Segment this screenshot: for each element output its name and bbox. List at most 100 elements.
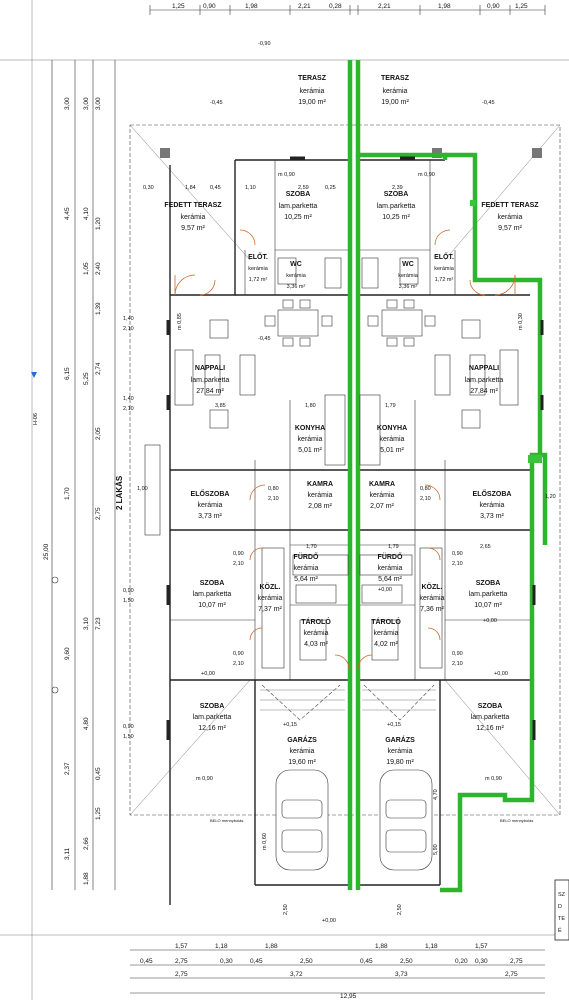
dim-bottom-2: 0,45	[140, 958, 153, 965]
door-label: 0,90	[452, 651, 463, 657]
dim-bottom-1: 1,88	[375, 943, 388, 950]
room-material: kerámia	[198, 502, 223, 509]
door-label: 2,50	[397, 904, 403, 915]
unit-label: 2 LAKÁS	[115, 475, 124, 510]
room-area: 5,01 m²	[298, 447, 322, 454]
room-name: GARÁZS	[385, 735, 415, 744]
title-block-line: É	[558, 927, 562, 934]
level-mark: +0,00	[201, 671, 215, 677]
level-mark: -0,45	[258, 336, 271, 342]
room-name: WC	[402, 261, 414, 268]
roof-outline	[129, 124, 561, 816]
dim-bottom-3: 2,75	[175, 971, 188, 978]
room-material: kerámia	[383, 88, 408, 95]
dim-note: 2,65	[480, 544, 491, 550]
level-mark: +0,00	[378, 587, 392, 593]
dim-note: 1,84	[185, 185, 196, 191]
door-label: 2,10	[452, 561, 463, 567]
room-material: kerámia	[480, 502, 505, 509]
room-material: lam.parketta	[377, 203, 416, 210]
room-name: KAMRA	[307, 481, 333, 488]
room-name: ELŐT.	[434, 252, 454, 261]
dim-note: 5,90	[433, 844, 439, 855]
level-mark: +0,15	[283, 722, 297, 728]
room-material: kerámia	[286, 273, 307, 279]
room-name: TERASZ	[381, 75, 410, 82]
room-area: 1,72 m²	[249, 277, 268, 283]
dim-left-1: 3,00	[64, 97, 71, 110]
dim-note: 1,10	[245, 185, 256, 191]
dim-top-2: 0,90	[203, 3, 216, 10]
furniture-right	[359, 257, 519, 669]
dim-left-6: 2,37	[64, 762, 71, 775]
window-label: m 0,90	[485, 776, 502, 782]
dim-mid-5: 3,10	[83, 617, 90, 630]
room-area: 3,36 m²	[399, 284, 418, 290]
dim-inner-9: 0,45	[95, 767, 102, 780]
room-area: 9,57 m²	[498, 225, 522, 232]
dim-mid-6: 4,80	[83, 717, 90, 730]
dim-note: 1,79	[388, 544, 399, 550]
dim-note: 1,79	[385, 403, 396, 409]
room-area: 7,36 m²	[420, 606, 444, 613]
room-area: 5,64 m²	[378, 576, 402, 583]
room-area: 12,16 m²	[476, 725, 504, 732]
column-left	[160, 148, 170, 158]
room-area: 3,73 m²	[480, 513, 504, 520]
dim-mid-2: 4,10	[83, 207, 90, 220]
dim-inner-1: 3,00	[95, 97, 102, 110]
dim-bottom-2: 0,45	[360, 958, 373, 965]
door-label: 2,10	[268, 496, 279, 502]
dim-bottom-2: 0,20	[455, 958, 468, 965]
room-material: kerámia	[434, 266, 455, 272]
room-name: SZOBA	[200, 580, 225, 587]
room-material: kerámia	[380, 436, 405, 443]
room-area: 27,84 m²	[196, 388, 224, 395]
room-name: KAMRA	[369, 481, 395, 488]
room-name: TERASZ	[298, 75, 327, 82]
dim-bottom-3: 2,75	[505, 971, 518, 978]
room-name: WC	[290, 261, 302, 268]
room-material: kerámia	[420, 595, 445, 602]
dim-note: 0,30	[143, 185, 154, 191]
stair-left	[260, 684, 345, 721]
title-block-line: TE	[558, 916, 565, 922]
dim-inner-7: 2,75	[95, 507, 102, 520]
door-label: 0,90	[233, 551, 244, 557]
dim-mid-3: 1,05	[83, 262, 90, 275]
door-label: 2,10	[233, 661, 244, 667]
level-mark: +0,15	[387, 722, 401, 728]
dim-top-4: 2,21	[298, 3, 311, 10]
dim-mid-1: 3,00	[83, 97, 90, 110]
room-name: KÖZL.	[260, 582, 281, 591]
room-name: FEDETT TERASZ	[481, 202, 539, 209]
section-label: H-06	[33, 413, 39, 425]
misc-dimension-notes: 0,30 1,84 0,45 1,10 2,59 0,25 2,39 3,85 …	[143, 185, 491, 855]
level-mark: +0,00	[494, 671, 508, 677]
room-material: lam.parketta	[465, 377, 504, 384]
dim-bottom-2: 0,30	[475, 958, 488, 965]
dim-left-3: 6,15	[64, 367, 71, 380]
window-label: 1,40	[123, 396, 134, 402]
window-label: m 0,30	[518, 313, 524, 330]
room-name: GARÁZS	[287, 735, 317, 744]
room-name: FÜRDŐ	[378, 552, 403, 561]
room-area: 5,01 m²	[380, 447, 404, 454]
dim-bottom-1: 1,57	[175, 943, 188, 950]
room-name: ELŐSZOBA	[191, 489, 230, 498]
room-area: 10,25 m²	[284, 214, 312, 221]
dim-inner-6: 2,05	[95, 427, 102, 440]
room-labels-left: TERASZ kerámia 19,00 m² FEDETT TERASZ ke…	[164, 75, 333, 766]
dim-mid-4: 5,25	[83, 372, 90, 385]
dim-left-2: 4,45	[64, 207, 71, 220]
dim-note: 4,70	[433, 789, 439, 800]
dim-note: 3,85	[215, 403, 226, 409]
highlight-walls	[347, 60, 548, 893]
dim-bottom-2: 2,50	[400, 958, 413, 965]
room-material: kerámia	[398, 273, 419, 279]
window-label: m 0,85	[177, 313, 183, 330]
dim-bottom-1: 1,88	[265, 943, 278, 950]
level-markers: -0,45 -0,45 -0,90 -0,45 +0,00 +0,00 +0,0…	[201, 41, 508, 924]
dim-note: 0,45	[210, 185, 221, 191]
window-label: m 0,60	[262, 833, 268, 850]
